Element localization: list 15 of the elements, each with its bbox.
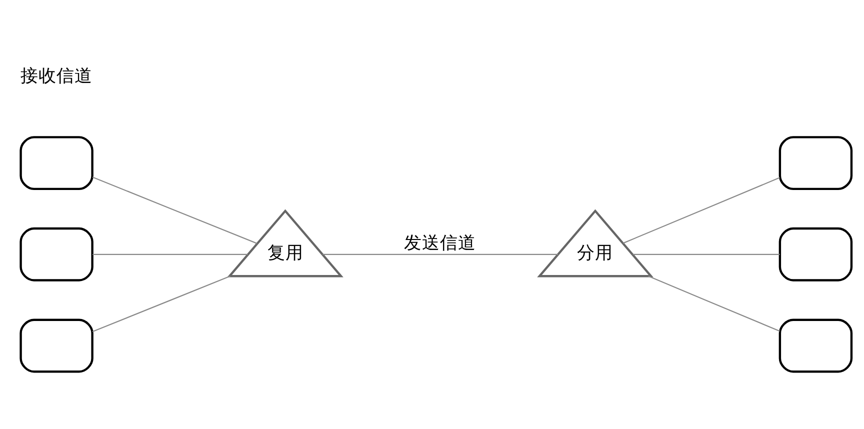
node-computer: [778, 227, 853, 282]
connector: [648, 276, 780, 332]
label: 接收信道: [20, 66, 93, 86]
connector: [322, 254, 558, 255]
node-computer: [20, 136, 94, 190]
connector: [92, 276, 230, 332]
node-computer: [778, 318, 853, 373]
connector: [92, 176, 258, 244]
node-computer: [778, 136, 853, 190]
node-computer: [20, 227, 94, 282]
connector: [632, 254, 780, 255]
node-computer: [20, 318, 94, 373]
connector: [92, 254, 248, 255]
edge-label: 发送信道: [404, 234, 476, 254]
connector: [622, 177, 780, 244]
